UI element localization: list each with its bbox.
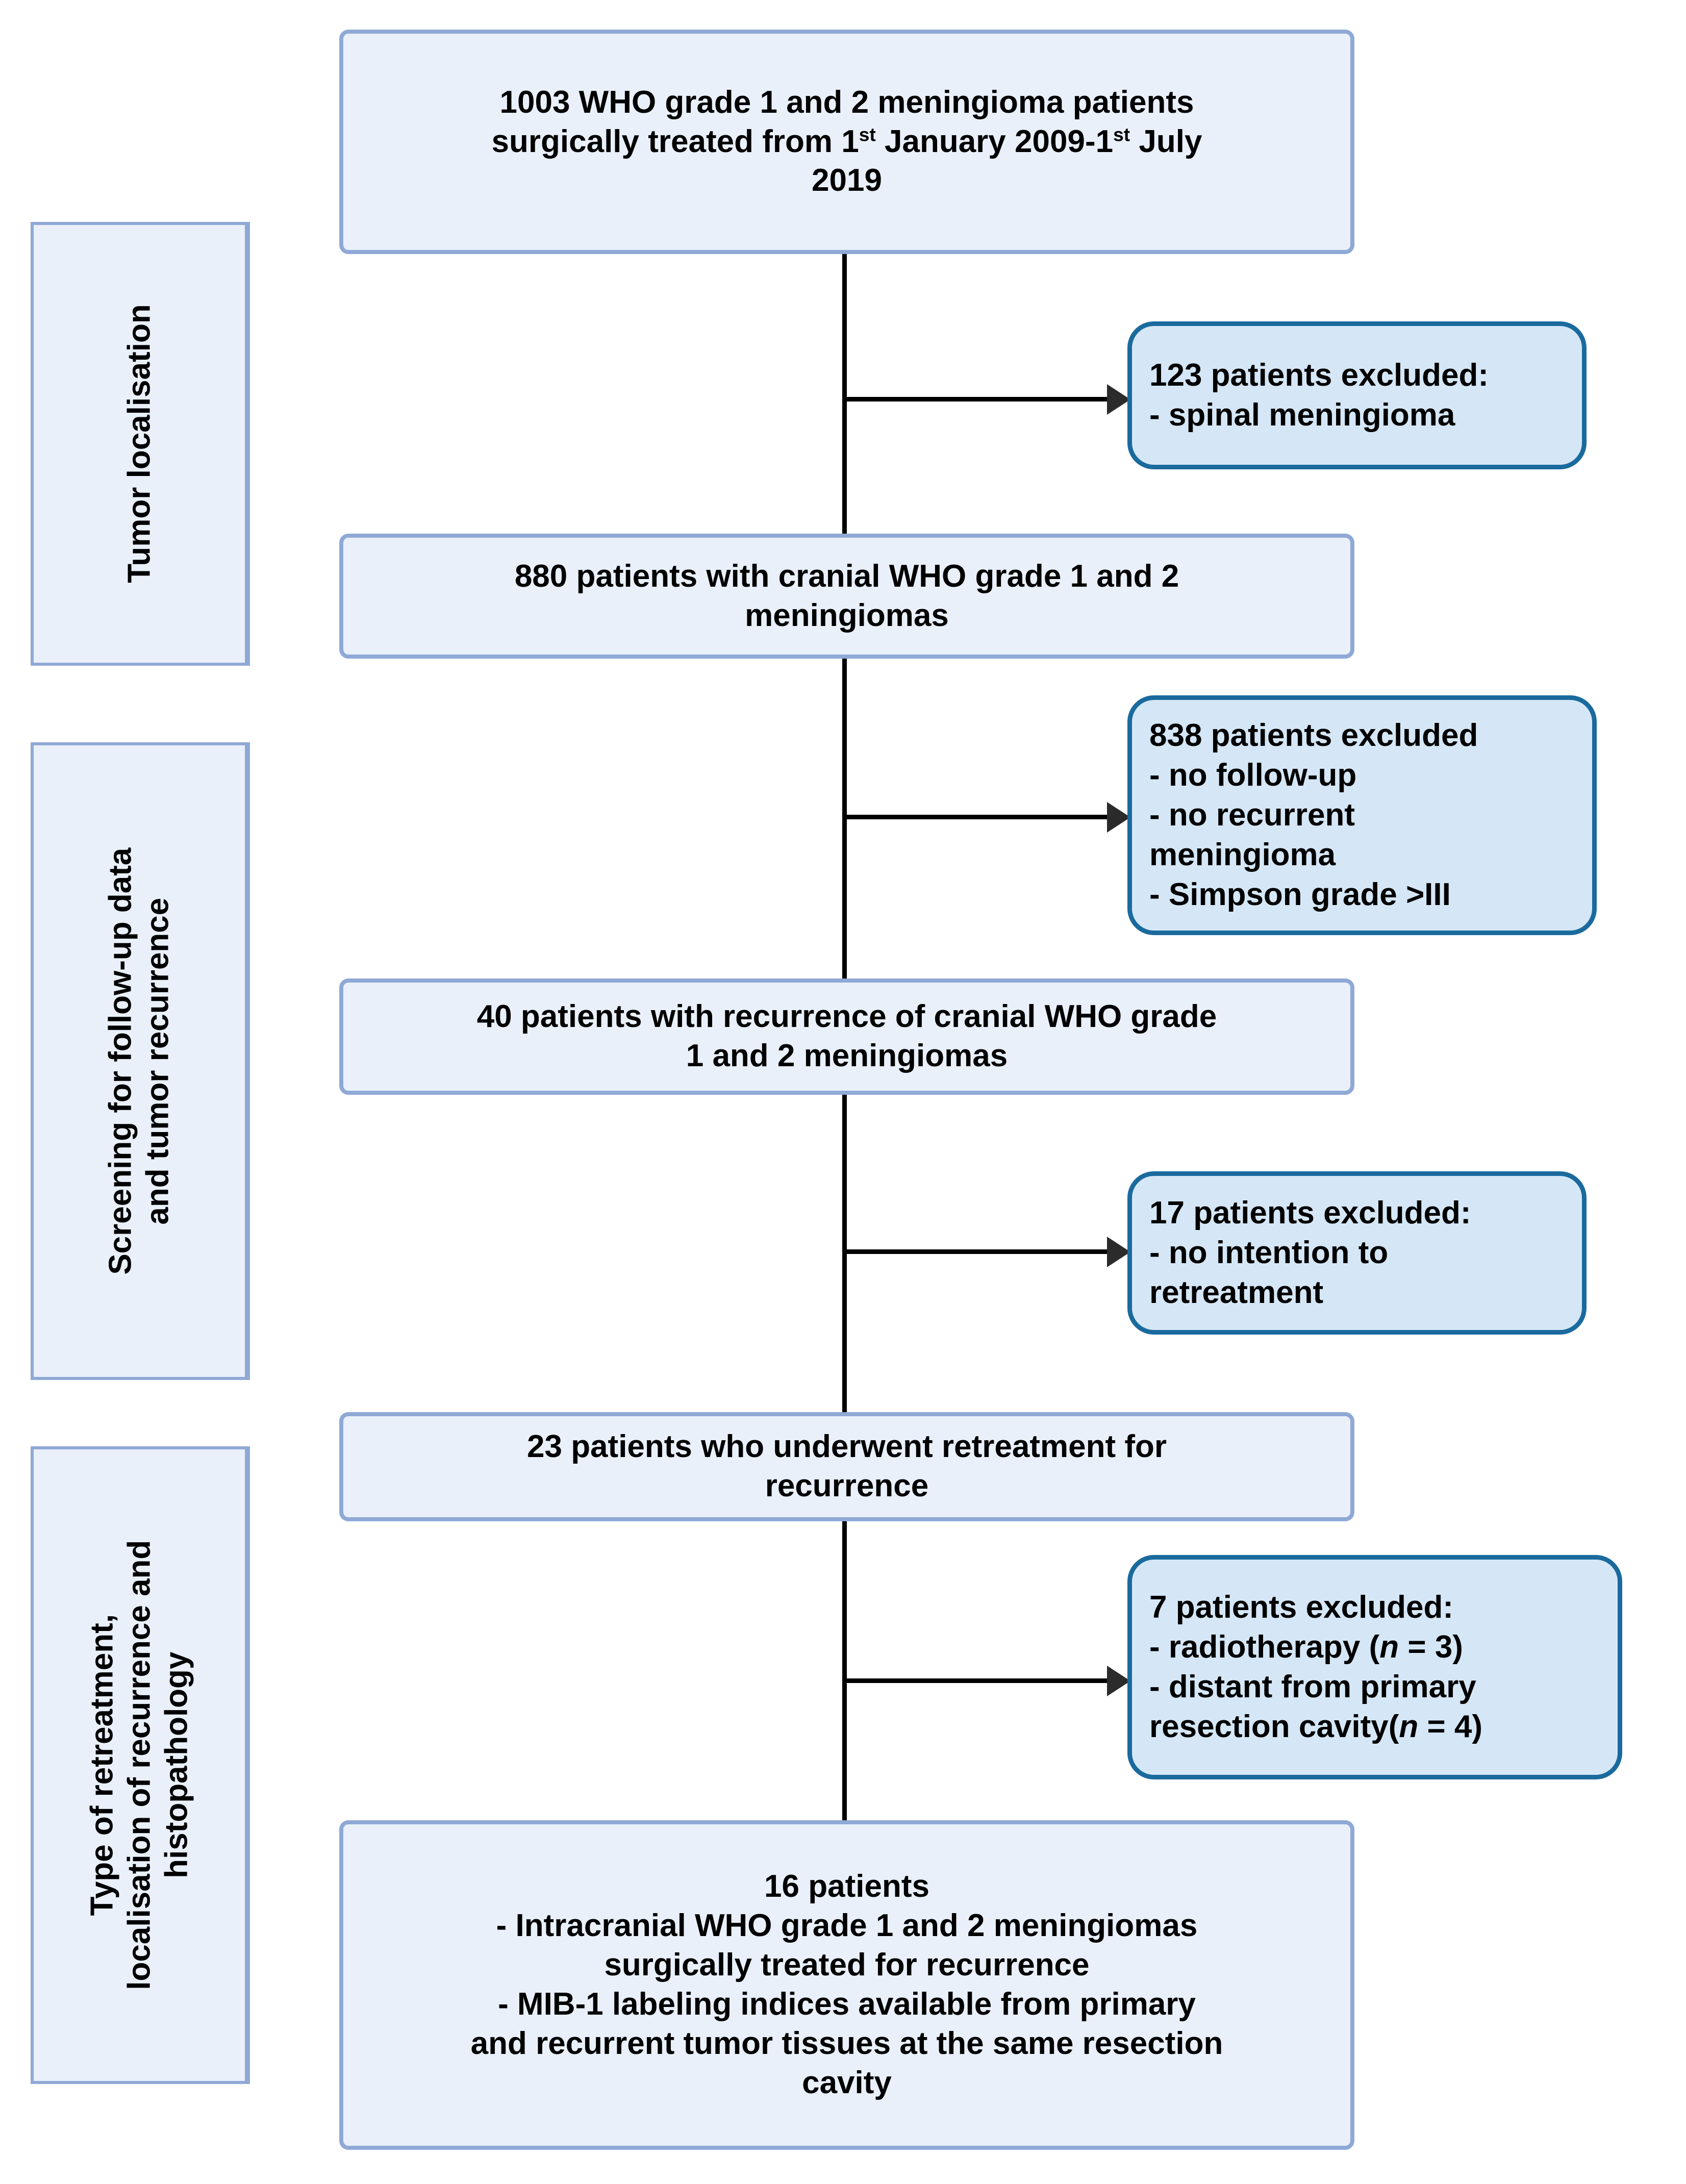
connector-branch-7 — [842, 1678, 1120, 1683]
phase-box-retreatment: Type of retreatment,localisation of recu… — [31, 1446, 250, 2084]
exclusion-box-123: 123 patients excluded:- spinal meningiom… — [1127, 321, 1587, 469]
flow-box-cohort-1003: 1003 WHO grade 1 and 2 meningioma patien… — [339, 30, 1354, 254]
arrow-head-838 — [1107, 802, 1130, 833]
arrow-head-123 — [1107, 384, 1130, 415]
exclusion-box-7: 7 patients excluded:- radiotherapy (n = … — [1127, 1555, 1622, 1779]
exclusion-text-838: 838 patients excluded- no follow-up- no … — [1149, 717, 1478, 913]
flow-text-cohort-23: 23 patients who underwent retreatment fo… — [527, 1429, 1167, 1503]
exclusion-text-123: 123 patients excluded:- spinal meningiom… — [1149, 357, 1489, 433]
phase-box-tumor-localisation: Tumor localisation — [31, 222, 250, 666]
flow-text-cohort-16: 16 patients- Intracranial WHO grade 1 an… — [470, 1869, 1223, 2100]
phase-label-retreatment: Type of retreatment,localisation of recu… — [84, 1540, 194, 1991]
flow-text-cohort-1003: 1003 WHO grade 1 and 2 meningioma patien… — [491, 84, 1202, 198]
flow-text-cohort-40: 40 patients with recurrence of cranial W… — [476, 999, 1217, 1073]
flow-box-cohort-23: 23 patients who underwent retreatment fo… — [339, 1412, 1354, 1521]
connector-branch-17 — [842, 1249, 1120, 1254]
connector-branch-123 — [842, 397, 1120, 401]
flow-text-cohort-880: 880 patients with cranial WHO grade 1 an… — [514, 558, 1179, 633]
connector-spine-1 — [842, 254, 847, 534]
phase-label-tumor-localisation: Tumor localisation — [121, 304, 157, 584]
arrow-head-17 — [1107, 1237, 1130, 1267]
arrow-head-7 — [1107, 1666, 1130, 1696]
flow-box-cohort-880: 880 patients with cranial WHO grade 1 an… — [339, 534, 1354, 659]
connector-branch-838 — [842, 815, 1120, 819]
exclusion-box-838: 838 patients excluded- no follow-up- no … — [1127, 695, 1597, 935]
flow-box-cohort-40: 40 patients with recurrence of cranial W… — [339, 978, 1354, 1095]
connector-spine-4 — [842, 1520, 847, 1821]
flow-box-cohort-16: 16 patients- Intracranial WHO grade 1 an… — [339, 1820, 1354, 2150]
exclusion-text-7: 7 patients excluded:- radiotherapy (n = … — [1149, 1589, 1483, 1745]
